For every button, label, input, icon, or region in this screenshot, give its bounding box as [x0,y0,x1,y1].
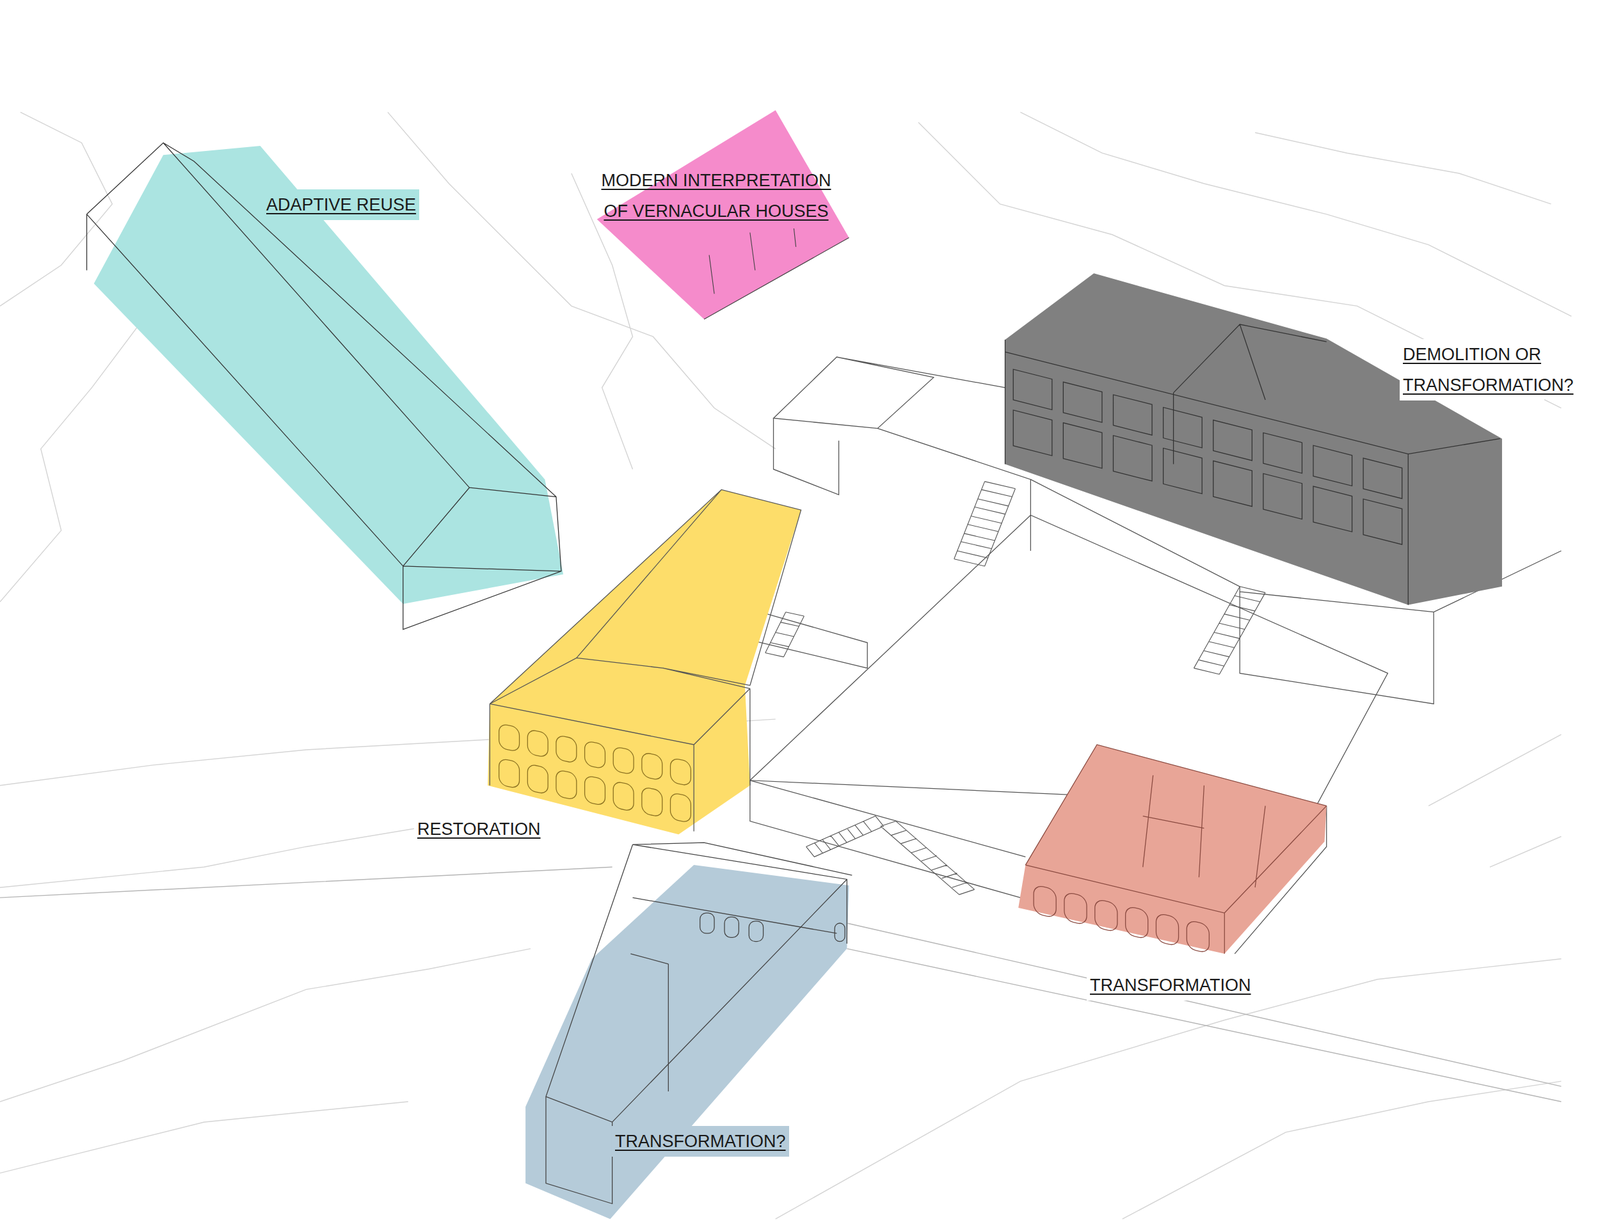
arch [613,746,634,776]
window [1163,448,1203,495]
arch [641,752,663,781]
arch [700,913,715,934]
arch [584,775,606,807]
arch [1033,885,1056,920]
arch [1125,906,1149,941]
annotation-label: DEMOLITION OR TRANSFORMATION? [1399,339,1545,401]
arch [670,757,692,787]
window [1263,473,1303,520]
annotation-label: TRANSFORMATION [1086,970,1255,1001]
arch [499,723,520,753]
arch [834,923,845,943]
arch [1095,899,1118,934]
ruin-arches [1033,885,1209,955]
arch [613,781,634,813]
arch [1186,920,1209,955]
arch [748,921,763,943]
window [1013,410,1053,456]
ruin-transformation [1018,744,1327,955]
annotation-label: RESTORATION [414,814,544,845]
annotation-label: ADAPTIVE REUSE [263,189,420,221]
arch [527,729,548,759]
arch [556,735,577,765]
window [1063,382,1103,423]
annotation-label: TRANSFORMATION? [611,1126,790,1158]
restoration-building [487,489,801,835]
window [1313,445,1353,486]
window [1313,486,1353,532]
arch [1064,892,1087,927]
houses-outline [704,228,849,320]
window [1063,423,1103,469]
window [1213,460,1253,507]
restoration-arcades [499,723,692,824]
arch [556,769,577,801]
lower-building-outline [545,842,852,1204]
arch [584,741,606,770]
arch [670,792,692,824]
restoration-outline [489,489,801,832]
annotation-label: MODERN INTERPRETATION OF VERNACULAR HOUS… [597,165,835,227]
hall-outline [87,142,562,630]
arch [527,764,548,795]
window [1112,394,1152,436]
adaptive-reuse-hall [94,145,564,605]
terrain-contours [0,112,1572,1220]
window [1163,407,1203,448]
window [1112,435,1152,482]
window [1213,420,1253,461]
arch [724,917,739,938]
window [1263,432,1303,473]
arch [641,787,663,818]
lower-building [525,865,849,1220]
arch [499,758,520,790]
ruin-walls [1025,744,1327,955]
window [1013,369,1053,410]
school-building [1004,273,1502,605]
school-windows [1013,369,1402,545]
window [1363,458,1403,499]
lower-building-arches [700,913,845,943]
arch [1155,913,1179,948]
window [1363,499,1403,545]
vernacular-houses [597,110,850,320]
